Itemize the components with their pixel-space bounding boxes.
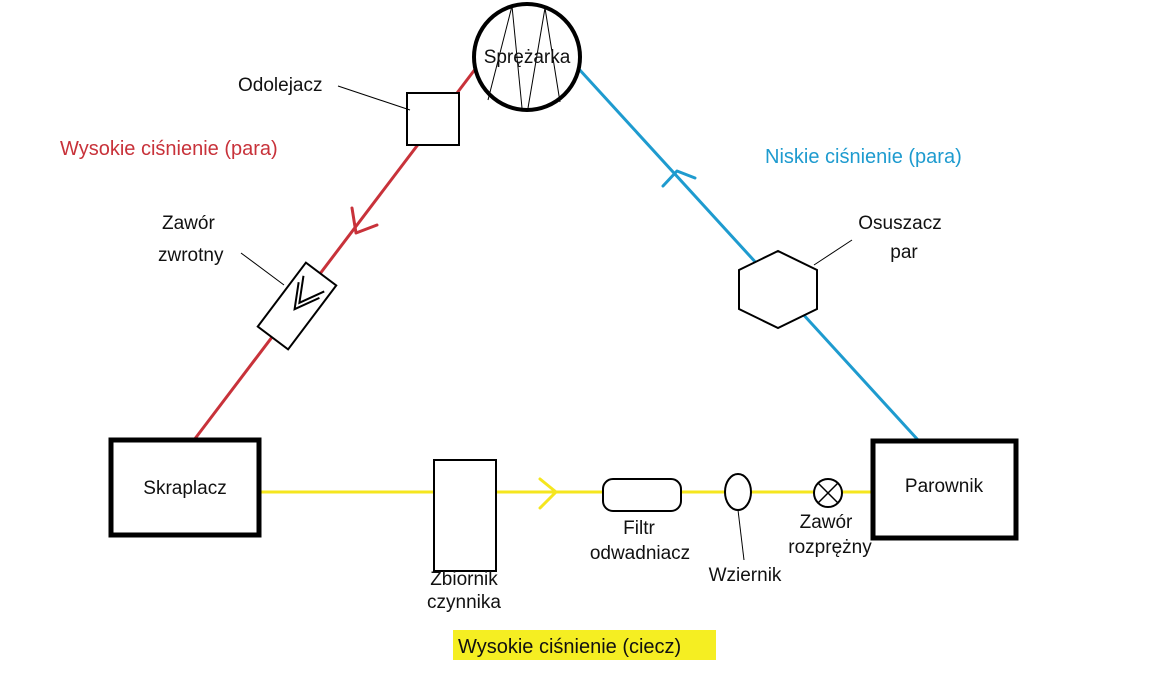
check-valve-label-line2: zwrotny [158, 245, 224, 266]
refrigerant-receiver: Zbiornik czynnika [427, 459, 501, 613]
sight-glass-label: Wziernik [709, 565, 782, 586]
condenser-label: Skraplacz [143, 478, 226, 499]
sight-glass: Wziernik [709, 473, 782, 586]
condenser: Skraplacz [108, 437, 262, 538]
filter-drier: Filtr odwadniacz [590, 478, 690, 564]
blue-flow-arrow [661, 169, 697, 188]
filter-label-line1: Filtr [623, 518, 655, 539]
expansion-valve-label-line1: Zawór [800, 512, 853, 533]
high-pressure-liquid-label: Wysokie ciśnienie (ciecz) [458, 636, 681, 658]
high-pressure-liquid-highlight [453, 630, 716, 660]
vapor-dryer-label-line1: Osuszacz [858, 213, 941, 234]
compressor-label: Sprężarka [484, 47, 571, 68]
evaporator: Parownik [870, 438, 1019, 541]
filter-label-line2: odwadniacz [590, 543, 690, 564]
red-flow-arrow [350, 206, 379, 235]
vapor-dryer-label-line2: par [890, 242, 918, 263]
expansion-valve-label-line2: rozprężny [788, 537, 872, 558]
oil-separator-label: Odolejacz [238, 75, 323, 96]
low-pressure-vapor-line [576, 66, 920, 442]
low-pressure-vapor-label: Niskie ciśnienie (para) [765, 146, 962, 168]
high-pressure-vapor-label: Wysokie ciśnienie (para) [60, 138, 278, 160]
receiver-label-line2: czynnika [427, 592, 501, 613]
oil-separator: Odolejacz [238, 75, 460, 146]
expansion-valve: Zawór rozprężny [788, 478, 872, 558]
yellow-flow-arrow [538, 477, 558, 510]
evaporator-label: Parownik [905, 476, 984, 497]
receiver-label-line1: Zbiornik [430, 569, 498, 590]
compressor: Sprężarka [472, 2, 582, 112]
vapor-dryer: Osuszacz par [738, 213, 942, 330]
check-valve: Zawór zwrotny [158, 213, 338, 351]
check-valve-label-line1: Zawór [162, 213, 215, 234]
